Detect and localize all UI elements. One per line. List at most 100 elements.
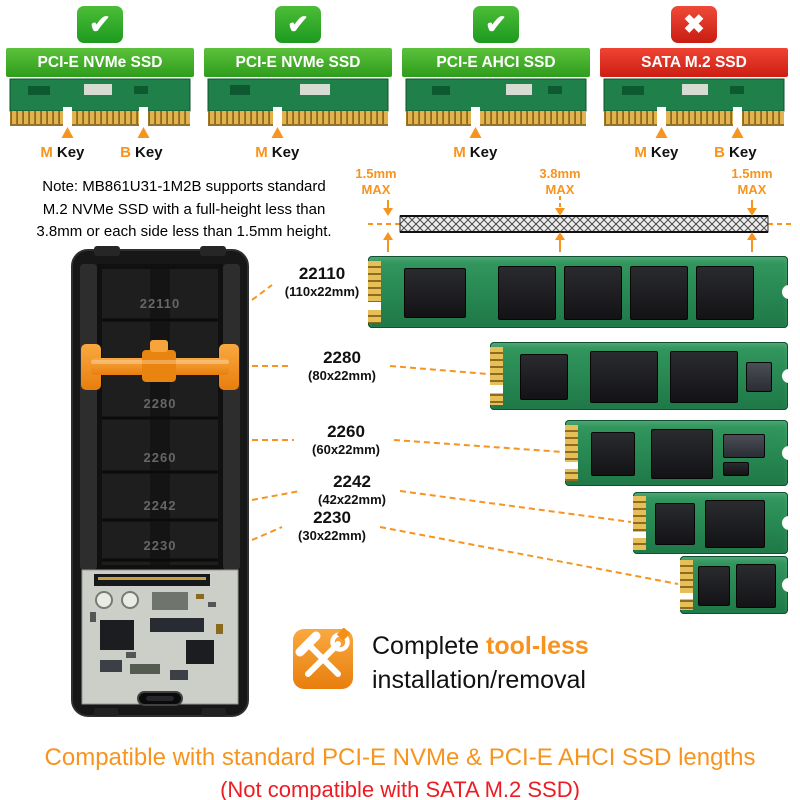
dimension-arrowheads <box>383 208 757 240</box>
toolless-highlight: tool-less <box>486 632 589 660</box>
limit-value: 1.5mm <box>355 166 397 181</box>
ssd-2260 <box>565 420 788 486</box>
nand-chip <box>705 500 765 548</box>
usb-c-port <box>137 691 183 706</box>
limit-value: 3.8mm <box>539 166 581 181</box>
toolless-text-line2: installation/removal <box>372 666 586 695</box>
nand-chip <box>590 351 658 403</box>
key-letter: B <box>714 144 726 161</box>
check-glyph: ✔ <box>89 9 111 39</box>
length-name: 2280 <box>323 348 361 367</box>
length-label-2242: 2242 (42x22mm) <box>302 472 402 507</box>
key-letter: M <box>40 144 53 161</box>
controller-chip <box>655 503 695 545</box>
key-word: Key <box>271 144 300 161</box>
height-limit-diagram <box>368 196 792 252</box>
m2-connector-illustration <box>603 78 785 138</box>
ssd-2242 <box>633 492 788 554</box>
length-name: 2230 <box>313 508 351 527</box>
length-size: (110x22mm) <box>284 284 360 299</box>
note-line-2: M.2 NVMe SSD with a full-height less tha… <box>42 200 326 218</box>
enclosure-tray-illustration: 22110 2280 2260 2242 2230 <box>71 246 249 717</box>
nand-chip <box>630 266 688 320</box>
key-letter: M <box>453 144 466 161</box>
footer-compatible: Compatible with standard PCI-E NVMe & PC… <box>44 744 756 771</box>
check-icon: ✔ <box>77 6 123 43</box>
nand-chip <box>736 564 776 608</box>
component-chip <box>746 362 772 392</box>
length-size: (42x22mm) <box>318 492 386 507</box>
length-label-2260: 2260 (60x22mm) <box>296 422 396 457</box>
ssd-edge-connector <box>633 496 646 550</box>
limit-qualifier: MAX <box>545 181 575 197</box>
component-chip <box>723 462 749 476</box>
retention-clip <box>81 340 239 390</box>
tray-marking-2230: 2230 <box>144 538 177 553</box>
key-word: Key <box>135 144 163 161</box>
length-name: 2260 <box>327 422 365 441</box>
ssd-type-header: PCI-E NVMe SSD <box>6 48 194 77</box>
limit-qualifier: MAX <box>361 181 391 197</box>
tray-marking-22110: 22110 <box>140 296 180 311</box>
ssd-2280 <box>490 342 788 410</box>
note-text: Note: MB861U31-1M2B supports standard M.… <box>14 176 354 244</box>
controller-chip <box>520 354 568 400</box>
ssd-type-header: PCI-E NVMe SSD <box>204 48 392 77</box>
check-glyph: ✔ <box>485 9 507 39</box>
nand-chip <box>651 429 713 479</box>
thermal-pad-cross-section <box>399 215 769 233</box>
nand-chip <box>498 266 556 320</box>
tray-marking-2242: 2242 <box>144 498 177 513</box>
toolless-prefix: Complete <box>372 632 479 660</box>
key-word: Key <box>650 144 679 161</box>
check-glyph: ✔ <box>287 9 309 39</box>
cross-icon: ✖ <box>671 6 717 43</box>
cross-glyph: ✖ <box>683 9 705 39</box>
ssd-2230 <box>680 556 788 614</box>
ssd-type-header: PCI-E AHCI SSD <box>402 48 590 77</box>
m2-connector-illustration <box>9 78 191 138</box>
toolless-line2: installation/removal <box>372 666 586 694</box>
length-label-2230: 2230 (30x22mm) <box>282 508 382 543</box>
length-label-22110: 22110 (110x22mm) <box>272 264 372 299</box>
controller-chip <box>591 432 635 476</box>
m2-connector-illustration <box>405 78 587 138</box>
tools-icon <box>293 628 353 689</box>
ssd-edge-connector <box>680 560 693 610</box>
note-line-1: Note: MB861U31-1M2B supports standard <box>42 178 326 195</box>
key-letter: M <box>255 144 268 161</box>
key-word: Key <box>469 144 498 161</box>
ssd-edge-connector <box>368 261 381 323</box>
height-limit-left: 1.5mm MAX <box>346 166 406 197</box>
controller-chip <box>698 566 730 606</box>
ssd-edge-connector <box>565 424 578 482</box>
check-icon: ✔ <box>473 6 519 43</box>
key-word: Key <box>729 144 757 161</box>
footer-not-compatible: (Not compatible with SATA M.2 SSD) <box>220 777 580 800</box>
length-size: (60x22mm) <box>312 442 380 457</box>
limit-value: 1.5mm <box>731 166 773 181</box>
length-size: (30x22mm) <box>298 528 366 543</box>
check-icon: ✔ <box>275 6 321 43</box>
note-line-3: 3.8mm or each side less than 1.5mm heigh… <box>36 223 332 240</box>
length-size: (80x22mm) <box>308 368 376 383</box>
key-letter: B <box>120 144 132 161</box>
nand-chip <box>564 266 622 320</box>
length-label-2280: 2280 (80x22mm) <box>292 348 392 383</box>
key-letter: M <box>634 144 647 161</box>
nand-chip <box>696 266 754 320</box>
